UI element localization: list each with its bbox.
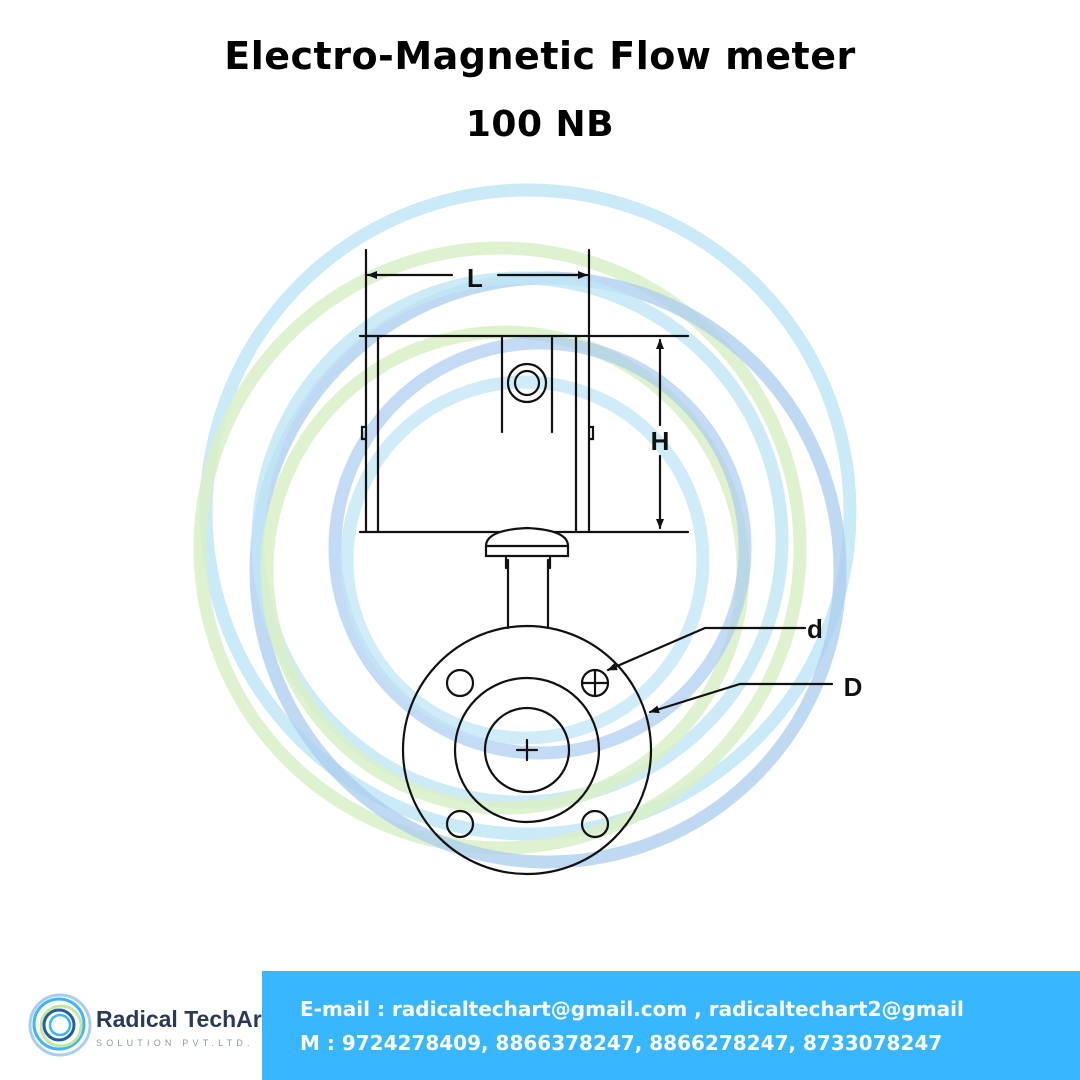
label-length: L bbox=[467, 263, 483, 293]
page-subtitle: 100 NB bbox=[465, 104, 615, 145]
gland-outer bbox=[506, 362, 548, 404]
ring-cyan-3 bbox=[340, 375, 710, 745]
flow-meter-diagram: L H d D bbox=[193, 183, 863, 876]
leader-flange-diameter bbox=[648, 682, 834, 714]
bolt-hole-top-left bbox=[445, 668, 475, 698]
brand-tagline: SOLUTION PVT.LTD. bbox=[96, 1038, 254, 1048]
brand-logo-icon bbox=[28, 993, 92, 1057]
gland-inner bbox=[513, 369, 541, 397]
label-bolt-hole: d bbox=[807, 614, 823, 644]
page-title: Electro-Magnetic Flow meter bbox=[224, 34, 856, 78]
contact-email: E-mail : radicaltechart@gmail.com , radi… bbox=[300, 997, 964, 1021]
latch-left bbox=[360, 425, 368, 441]
ring-blue-2 bbox=[328, 336, 752, 760]
contact-panel: E-mail : radicaltechart@gmail.com , radi… bbox=[262, 971, 1080, 1080]
label-height: H bbox=[651, 426, 670, 456]
leader-bolt-hole bbox=[606, 626, 807, 672]
neck-base bbox=[484, 544, 570, 558]
contact-mobile: M : 9724278409, 8866378247, 8866278247, … bbox=[300, 1031, 943, 1055]
bolt-hole-bottom-right bbox=[580, 809, 610, 839]
neck-cap bbox=[484, 526, 570, 548]
flange-bore bbox=[483, 706, 571, 794]
bolt-hole-bottom-left bbox=[445, 809, 475, 839]
background-rings bbox=[193, 183, 857, 869]
flange-raised-face bbox=[453, 676, 601, 824]
latch-right bbox=[587, 425, 595, 441]
label-flange-diameter: D bbox=[844, 672, 863, 702]
ring-green-1 bbox=[193, 241, 807, 855]
meter-drawing bbox=[358, 248, 834, 876]
flange-outer bbox=[401, 624, 653, 876]
brand-name: Radical TechArt bbox=[96, 1006, 270, 1032]
